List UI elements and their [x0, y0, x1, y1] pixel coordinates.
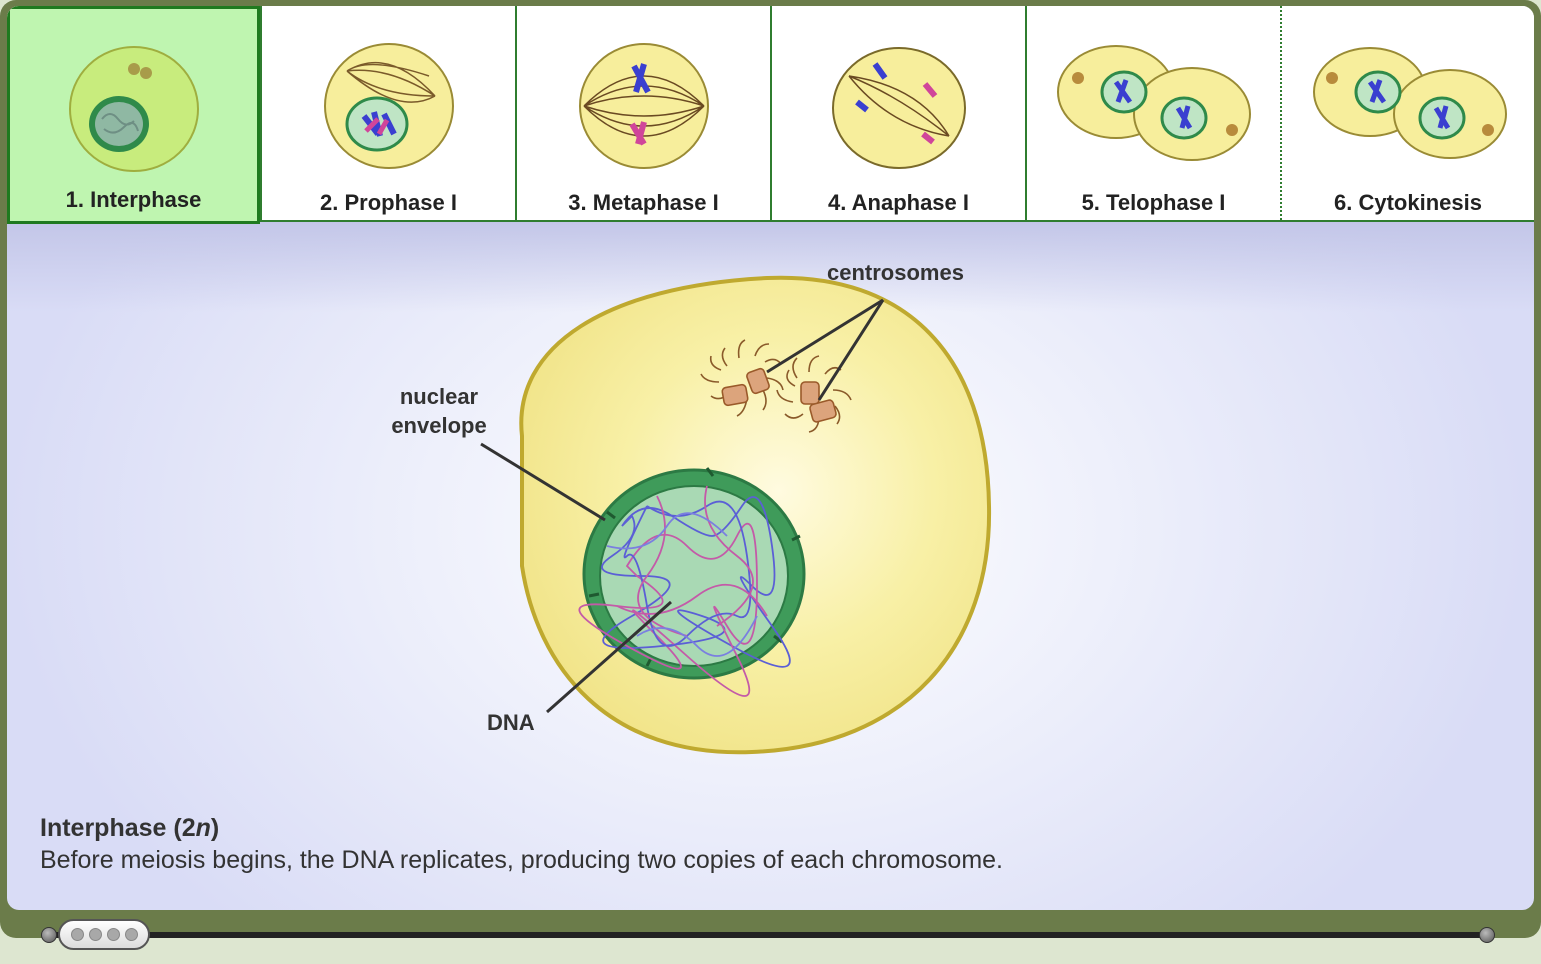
- interphase-cell-diagram: [480, 275, 992, 755]
- phase-tab-bar: 1. Interphase 2. Prophase I 3. Metaphase…: [7, 6, 1534, 224]
- slider-track[interactable]: [46, 932, 1488, 938]
- caption-title: Interphase (2n): [40, 814, 1440, 843]
- label-line: envelope: [391, 413, 487, 438]
- slider-thumb[interactable]: [58, 919, 150, 950]
- tab-label: 3. Metaphase I: [568, 190, 719, 215]
- tab-interphase[interactable]: 1. Interphase: [7, 6, 260, 224]
- tab-label: 1. Interphase: [65, 187, 202, 212]
- grip-dot-icon: [70, 928, 84, 941]
- tab-metaphase-1[interactable]: 3. Metaphase I: [515, 6, 770, 220]
- tab-prophase-1[interactable]: 2. Prophase I: [260, 6, 515, 220]
- phase-caption: Interphase (2n) Before meiosis begins, t…: [40, 814, 1440, 875]
- label-nuclear-envelope: nuclear envelope: [379, 382, 499, 440]
- caption-title-prefix: Interphase (2: [40, 814, 196, 842]
- caption-title-suffix: ): [210, 814, 220, 842]
- grip-dot-icon: [88, 928, 102, 941]
- label-line: nuclear: [399, 384, 479, 409]
- tab-label: 4. Anaphase I: [827, 190, 969, 215]
- pointer-lines: [480, 298, 885, 714]
- tab-label: 6. Cytokinesis: [1334, 190, 1482, 215]
- tab-label: 5. Telophase I: [1081, 190, 1226, 215]
- cytokinesis-thumbnail-icon: [1313, 47, 1507, 159]
- tab-label: 2. Prophase I: [320, 190, 457, 215]
- caption-body: Before meiosis begins, the DNA replicate…: [40, 846, 1003, 874]
- centrosome-icon: [700, 339, 784, 417]
- metaphase-thumbnail-icon: [578, 43, 709, 169]
- prophase-thumbnail-icon: [323, 43, 454, 169]
- slider-track-start: [41, 927, 57, 943]
- grip-dot-icon: [124, 928, 138, 941]
- tab-telophase-1[interactable]: 5. Telophase I: [1025, 6, 1280, 220]
- label-centrosomes: centrosomes: [827, 260, 964, 285]
- slider-track-end: [1479, 927, 1495, 943]
- anaphase-thumbnail-icon: [831, 47, 966, 169]
- interphase-thumbnail-icon: [68, 46, 199, 172]
- label-dna: DNA: [487, 710, 535, 735]
- telophase-thumbnail-icon: [1056, 45, 1251, 161]
- grip-dot-icon: [106, 928, 120, 941]
- dna-strands: [578, 485, 791, 697]
- caption-title-italic: n: [195, 814, 211, 842]
- content-panel: 1. Interphase 2. Prophase I 3. Metaphase…: [7, 6, 1534, 910]
- tab-cytokinesis[interactable]: 6. Cytokinesis: [1280, 6, 1534, 220]
- centrosome-icon: [776, 355, 852, 433]
- nucleus: [578, 467, 806, 697]
- tab-anaphase-1[interactable]: 4. Anaphase I: [770, 6, 1025, 220]
